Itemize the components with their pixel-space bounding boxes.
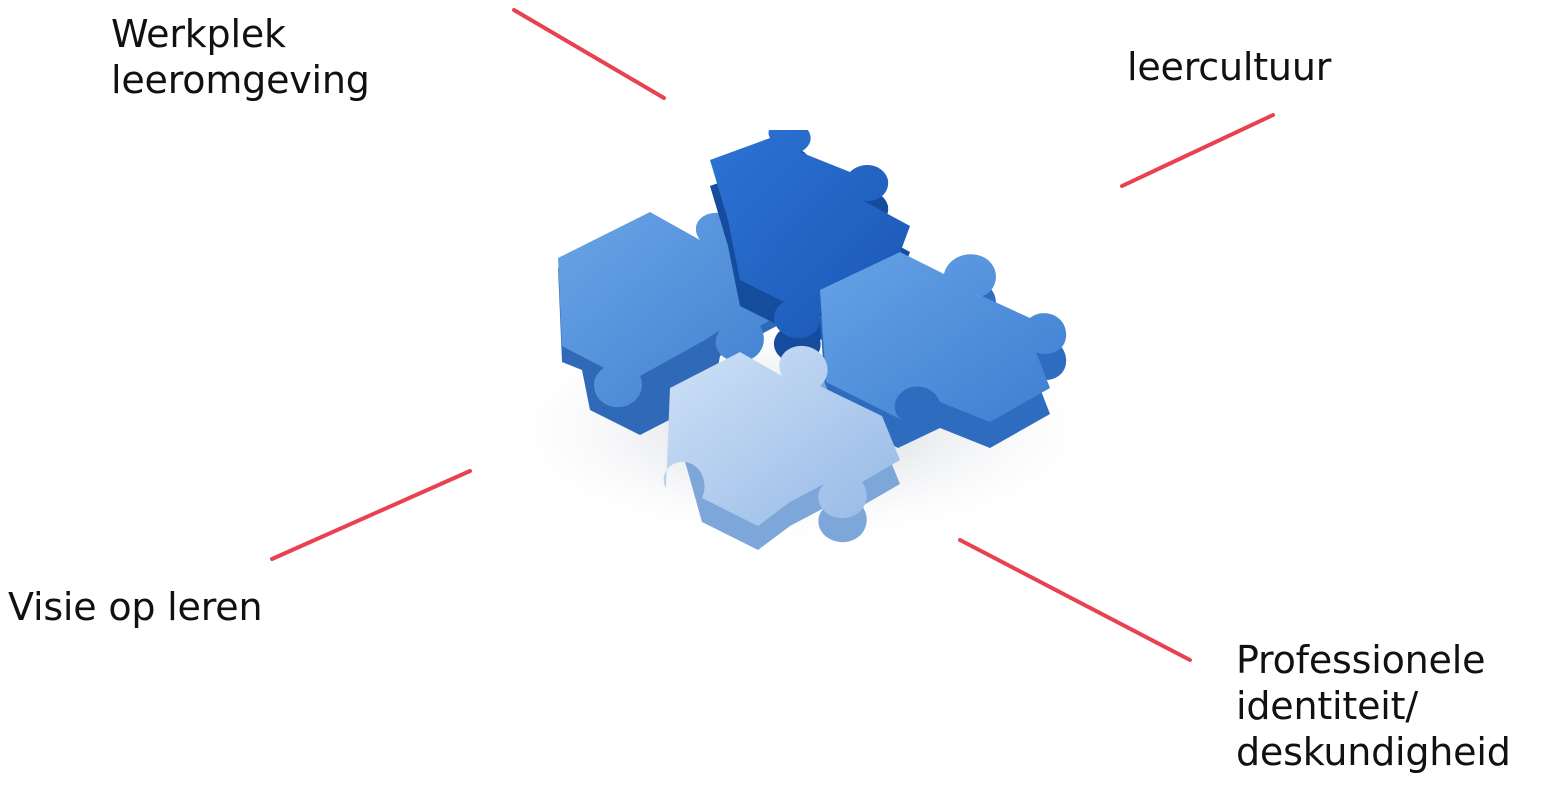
label-professionele-identiteit: Professionele identiteit/ deskundigheid: [1236, 638, 1511, 774]
label-visie-op-leren: Visie op leren: [8, 585, 263, 629]
puzzle-piece-bottom: [663, 345, 900, 550]
connector-visie: [270, 469, 472, 561]
label-leercultuur: leercultuur: [1127, 45, 1332, 89]
connector-werkplek: [512, 8, 666, 100]
puzzle-piece-right: [820, 252, 1067, 448]
puzzle-pieces-image: [480, 130, 1120, 550]
connector-professionele: [958, 538, 1192, 662]
label-werkplek-leeromgeving: Werkplek leeromgeving: [111, 12, 370, 102]
connector-leercultuur: [1120, 113, 1275, 188]
